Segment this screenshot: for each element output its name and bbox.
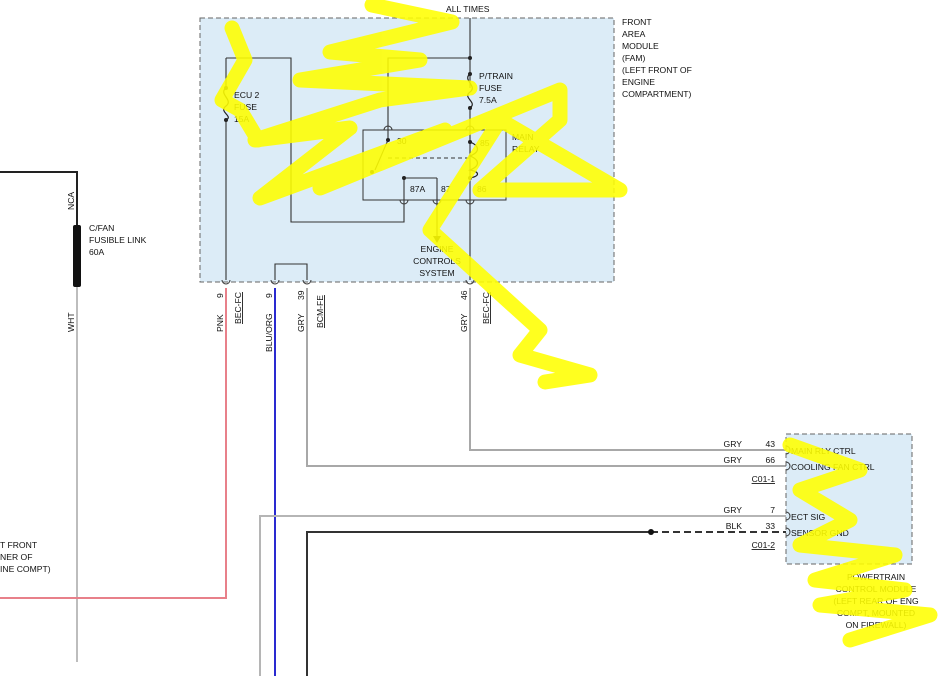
ptrain-fuse-label: P/TRAIN FUSE 7.5A bbox=[479, 71, 513, 105]
pcm-pin-number: 7 bbox=[770, 505, 775, 515]
wire-gry-ect bbox=[259, 515, 786, 676]
fam-label-line: MODULE bbox=[622, 41, 659, 51]
all-times-label: ALL TIMES bbox=[446, 4, 490, 14]
fam-label-line: FRONT bbox=[622, 17, 652, 27]
relay-pin-87: 87 bbox=[441, 184, 451, 194]
fam-wire-color: GRY bbox=[459, 313, 469, 332]
external-wires bbox=[0, 171, 786, 676]
fam-connector-id: BEC-FC bbox=[233, 292, 243, 324]
scribble-pcm bbox=[782, 437, 938, 648]
left-note-line: INE COMPT) bbox=[0, 564, 51, 574]
fam-label-line: (FAM) bbox=[622, 53, 646, 63]
pcm-wire-color: BLK bbox=[726, 521, 743, 531]
pcm-pin-number: 66 bbox=[765, 455, 775, 465]
ecu2-fuse-label-line: ECU 2 bbox=[234, 90, 260, 100]
fam-label-line: COMPARTMENT) bbox=[622, 89, 692, 99]
fam-wire-color: PNK bbox=[215, 314, 225, 332]
ptrain-fuse-label-line: FUSE bbox=[479, 83, 502, 93]
engine-controls-label-line: CONTROLS bbox=[413, 256, 461, 266]
wire-pnk bbox=[0, 288, 227, 599]
fusible-link-label-line: C/FAN bbox=[89, 223, 114, 233]
pcm-label-line: POWERTRAIN bbox=[847, 572, 905, 582]
pcm-wire-color: GRY bbox=[724, 455, 743, 465]
fam-pin-number: 46 bbox=[459, 290, 469, 300]
pcm-connector-c01-1: C01-1 bbox=[752, 474, 776, 484]
splice-dot bbox=[648, 529, 654, 535]
left-location-note: T FRONT NER OF INE COMPT) bbox=[0, 540, 51, 574]
engine-controls-label-line: SYSTEM bbox=[419, 268, 454, 278]
engine-controls-label: ENGINE CONTROLS SYSTEM bbox=[413, 244, 461, 278]
scribble-fam-left bbox=[214, 20, 266, 148]
wire-nca bbox=[0, 171, 78, 225]
fam-pin-number: 9 bbox=[264, 293, 274, 298]
fam-wire-color: GRY bbox=[296, 313, 306, 332]
wire-label-nca: NCA bbox=[66, 192, 76, 210]
highlighter-scribbles bbox=[214, 0, 938, 648]
fusible-link-label: C/FAN FUSIBLE LINK 60A bbox=[89, 223, 147, 257]
vertical-wire-labels: NCA WHT 9 PNK BEC-FC 9 BLU/ORG 39 GRY BC… bbox=[66, 192, 491, 352]
ptrain-fuse-label-line: P/TRAIN bbox=[479, 71, 513, 81]
pcm-pin-number: 33 bbox=[765, 521, 775, 531]
scribble-fam bbox=[247, 0, 628, 390]
left-note-line: NER OF bbox=[0, 552, 32, 562]
wire-label-wht: WHT bbox=[66, 312, 76, 332]
wire-gry-main-relay bbox=[469, 288, 786, 451]
relay-pin-87a: 87A bbox=[410, 184, 426, 194]
fusible-link-label-line: 60A bbox=[89, 247, 105, 257]
fam-label-line: AREA bbox=[622, 29, 646, 39]
fam-connector-id: BCM-FE bbox=[315, 295, 325, 328]
engine-controls-label-line: ENGINE bbox=[421, 244, 454, 254]
left-note-line: T FRONT bbox=[0, 540, 38, 550]
fam-wire-color: BLU/ORG bbox=[264, 313, 274, 352]
fam-connector-id: BEC-FC bbox=[481, 292, 491, 324]
fam-pin-number: 39 bbox=[296, 290, 306, 300]
pcm-connector-c01-2: C01-2 bbox=[752, 540, 776, 550]
fam-pin-number: 9 bbox=[215, 293, 225, 298]
pcm-wire-color: GRY bbox=[724, 505, 743, 515]
pcm-pin-number: 43 bbox=[765, 439, 775, 449]
ptrain-fuse-label-line: 7.5A bbox=[479, 95, 497, 105]
fam-label: FRONT AREA MODULE (FAM) (LEFT FRONT OF E… bbox=[622, 17, 692, 99]
fusible-link-label-line: FUSIBLE LINK bbox=[89, 235, 147, 245]
pcm-signal-ect-sig: ECT SIG bbox=[791, 512, 826, 522]
fusible-link-body bbox=[73, 225, 81, 287]
pcm-wire-color: GRY bbox=[724, 439, 743, 449]
fam-label-line: (LEFT FRONT OF bbox=[622, 65, 692, 75]
wire-gry-cooling-fan bbox=[306, 288, 786, 467]
fam-label-line: ENGINE bbox=[622, 77, 655, 87]
wire-blk-solid bbox=[306, 531, 651, 676]
